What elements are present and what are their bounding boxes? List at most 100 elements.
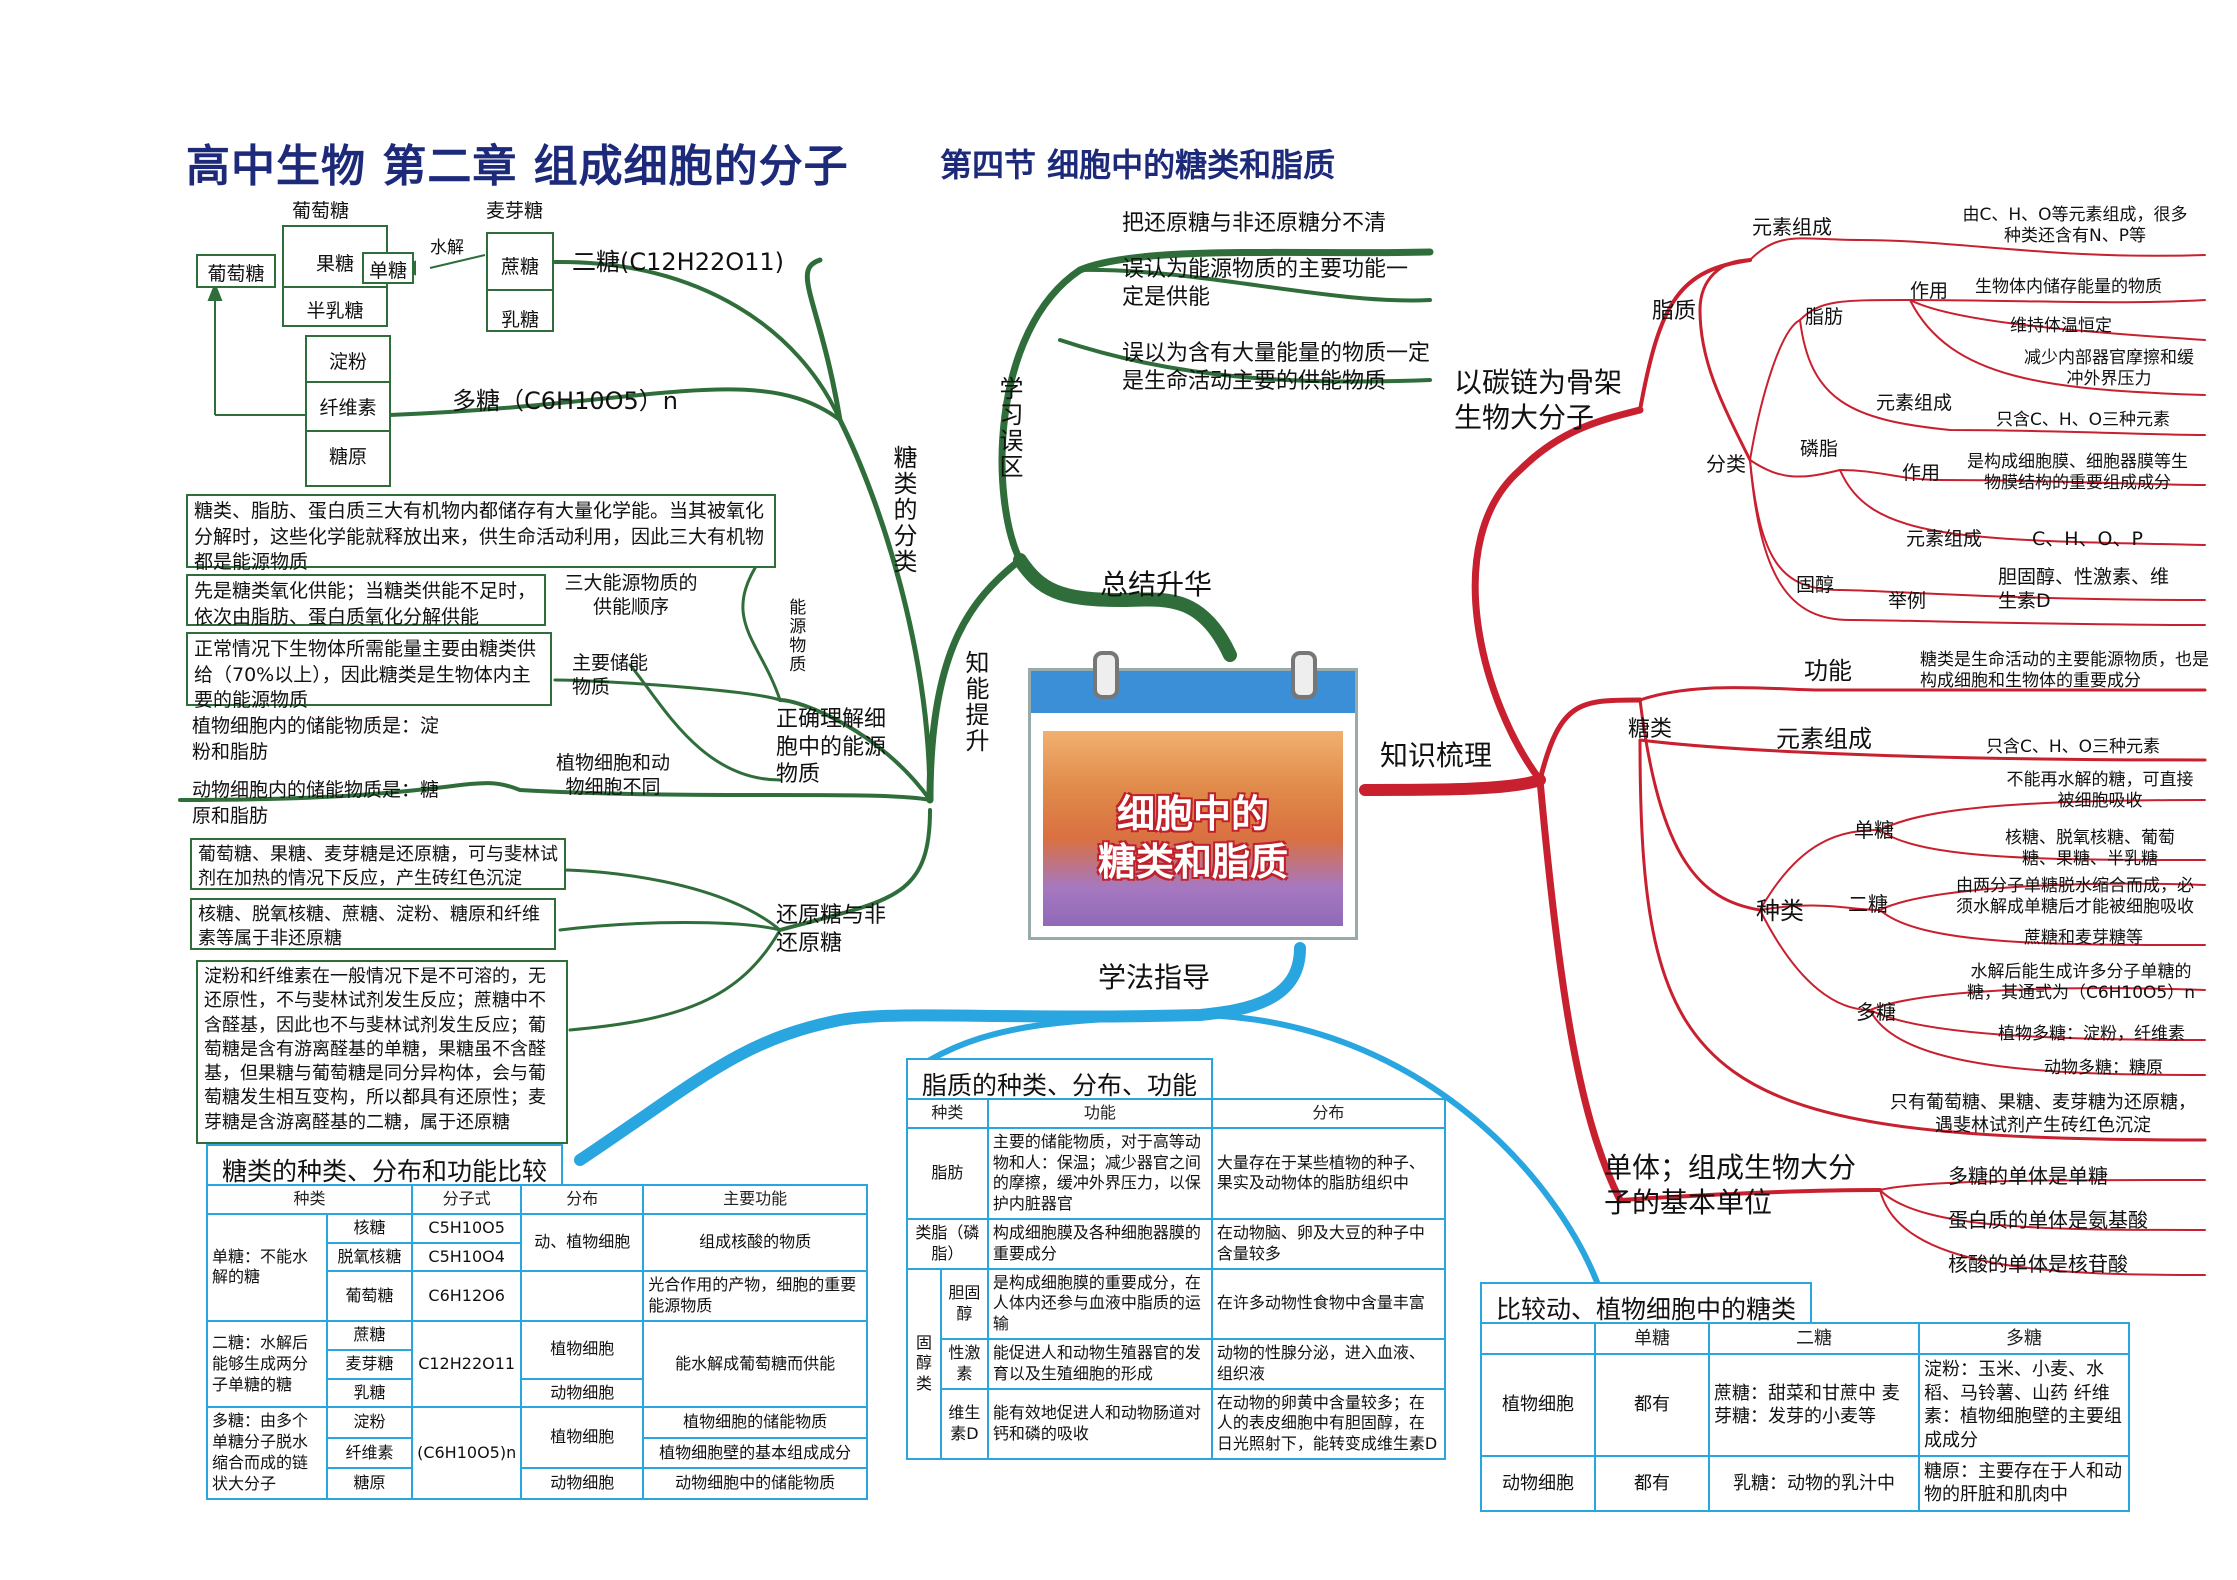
cell-poly-formula: (C6H10O5)n [411, 1406, 523, 1500]
phospholipid-element: C、H、O、P [2032, 528, 2143, 550]
table-row: 性激素 能促进人和动物生殖器官的发育以及生殖细胞的形成 动物的性腺分泌，进入血液… [907, 1337, 1447, 1390]
poly-kind-cell: 多糖：由多个单糖分子脱水缩合而成的链状大分子 [206, 1406, 328, 1500]
table-row: 麦芽糖 [207, 1348, 867, 1380]
cell-animal-mono: 都有 [1594, 1454, 1710, 1512]
cell-poly-func-2: 植物细胞壁的基本组成成分 [642, 1436, 868, 1470]
plant-animal-diff-label: 植物细胞和动物细胞不同 [555, 752, 670, 798]
reducing-box-3: 淀粉和纤维素在一般情况下是不可溶的，无还原性，不与斐林试剂发生反应；蔗糖中不含醛… [196, 960, 568, 1144]
mono-kind-cell: 单糖：不能水解的糖 [206, 1212, 328, 1322]
th-compare-mono: 单糖 [1594, 1321, 1710, 1356]
lipid-element-label: 元素组成 [1752, 215, 1832, 239]
cell-poly-dist-2: 动物细胞 [520, 1467, 645, 1500]
cell-starch: 淀粉 [325, 1406, 414, 1439]
lipid-element-text: 由C、H、O等元素组成，很多种类还含有N、P等 [1962, 205, 2188, 247]
poly-label: 多糖 [1856, 1000, 1896, 1024]
cell-phospholipid: 类脂（磷脂） [906, 1217, 989, 1270]
cell-poly-func-3: 动物细胞中的储能物质 [642, 1467, 868, 1500]
cell-animal: 动物细胞 [1480, 1454, 1596, 1512]
cell-mono-func-2: 光合作用的产物，细胞的重要能源物质 [642, 1270, 868, 1322]
poly-text-1: 水解后能生成许多分子单糖的糖，其通式为（C6H10O5）n [1966, 962, 2196, 1004]
cell-plant-di: 蔗糖：甜菜和甘蔗中 麦芽糖：发芽的小麦等 [1708, 1353, 1920, 1457]
branch-study-mistakes: 学习误区 [995, 376, 1023, 480]
th-distribution: 分布 [520, 1184, 645, 1215]
cell-animal-di: 乳糖：动物的乳汁中 [1708, 1454, 1920, 1512]
table-row: 葡萄糖 C6H12O6 光合作用的产物，细胞的重要能源物质 [207, 1270, 868, 1322]
sugar-kind-label: 种类 [1756, 897, 1804, 925]
reducing-box-1: 葡萄糖、果糖、麦芽糖是还原糖，可与斐林试剂在加热的情况下反应，产生砖红色沉淀 [190, 838, 566, 890]
cell-vitamin-d-function: 能有效地促进人和动物肠道对钙和磷的吸收 [986, 1387, 1213, 1460]
monosaccharide-tag: 单糖 [362, 252, 414, 284]
energy-store-label: 主要储能物质 [572, 652, 649, 698]
mono-text-2: 核糖、脱氧核糖、葡萄糖、果糖、半乳糖 [2005, 828, 2175, 870]
cell-sterol: 固醇类 [906, 1267, 942, 1460]
sugar-classify-label: 糖类的分类 [889, 445, 917, 575]
di-text-2: 蔗糖和麦芽糖等 [2024, 928, 2143, 948]
fat-element-text: 只含C、H、O三种元素 [1996, 410, 2171, 430]
disaccharide-formula: 二糖(C12H22O11) [572, 248, 785, 276]
fat-label: 脂肪 [1805, 306, 1844, 328]
hydrolysis-label: 水解 [430, 238, 464, 258]
table-row: 类脂（磷脂） 构成细胞膜及各种细胞器膜的重要成分 在动物脑、卵及大豆的种子中含量… [906, 1217, 1447, 1270]
monomer-label: 单体；组成生物大分子的基本单位 [1604, 1151, 1857, 1219]
reducing-label: 还原糖与非还原糖 [776, 903, 887, 956]
cell-poly-func-1: 植物细胞的储能物质 [642, 1406, 868, 1439]
plant-storage-text: 植物细胞内的储能物质是：淀粉和脂肪 [192, 715, 440, 763]
cell-sex-hormone-function: 能促进人和动物生殖器官的发育以及生殖细胞的形成 [986, 1337, 1213, 1390]
fat-element-label: 元素组成 [1876, 392, 1953, 414]
cell-vitamin-d-dist: 在动物的卵黄中含量较多；在人的表皮细胞中有胆固醇，在日光照射下，能转变成维生素D [1210, 1387, 1447, 1460]
table-row: 植物细胞 都有 蔗糖：甜菜和甘蔗中 麦芽糖：发芽的小麦等 淀粉：玉米、小麦、水稻… [1480, 1353, 2130, 1457]
cell-animal-poly: 糖原：主要存在于人和动物的肝脏和肌肉中 [1918, 1454, 2130, 1512]
cell-sex-hormone: 性激素 [940, 1337, 989, 1390]
cell-ribose: 核糖 [325, 1212, 414, 1244]
cell-di-formula: C12H22O11 [411, 1319, 523, 1409]
center-title-line1: 细胞中的 [1116, 792, 1269, 836]
cell-empty [520, 1270, 645, 1322]
cell-deoxyribose-formula: C5H10O4 [411, 1241, 523, 1273]
mistake-1: 把还原糖与非还原糖分不清 [1122, 211, 1387, 236]
cell-maltose: 麦芽糖 [325, 1348, 414, 1380]
table-row: 动物细胞 都有 乳糖：动物的乳汁中 糖原：主要存在于人和动物的肝脏和肌肉中 [1480, 1454, 2130, 1512]
sugar-label: 糖类 [1628, 717, 1673, 742]
sugar-comparison-table: 种类 分子式 分布 主要功能 单糖：不能水解的糖 核糖 C5H10O5 动、植物… [205, 1184, 868, 1500]
sugar-function-label: 功能 [1804, 657, 1852, 685]
fat-function-label: 作用 [1910, 280, 1949, 302]
th-function: 主要功能 [642, 1184, 868, 1215]
di-label: 二糖 [1848, 892, 1888, 916]
cell-glycogen: 糖原 [325, 1467, 414, 1500]
cell-glucose-formula: C6H12O6 [411, 1270, 523, 1322]
sugar-element-label: 元素组成 [1776, 725, 1872, 753]
binder-ring-left [1093, 651, 1119, 699]
maltose-top-label: 麦芽糖 [486, 200, 544, 222]
center-title-line2: 糖类和脂质 [1097, 840, 1288, 884]
polysaccharide-box: 淀粉 纤维素 糖原 [305, 335, 391, 487]
sugar-element-text: 只含C、H、O三种元素 [1986, 737, 2161, 757]
sterol-label: 固醇 [1796, 574, 1835, 596]
monomer-3: 核酸的单体是核苷酸 [1948, 1252, 2128, 1276]
table-header-row: 种类 分子式 分布 主要功能 [205, 1184, 868, 1215]
cell-sucrose: 蔗糖 [325, 1319, 414, 1351]
animal-storage-text: 动物细胞内的储能物质是：糖原和脂肪 [192, 779, 440, 827]
cell-mono-dist: 动、植物细胞 [520, 1212, 645, 1273]
fat-function-3: 减少内部器官摩擦和缓冲外界压力 [2024, 348, 2194, 390]
cell-fat: 脂肪 [906, 1126, 989, 1220]
cell-plant-poly: 淀粉：玉米、小麦、水稻、马铃薯、山药 纤维素：植物细胞壁的主要组成成分 [1918, 1353, 2130, 1457]
mistake-3: 误以为含有大量能量的物质一定是生命活动主要的供能物质 [1122, 341, 1431, 394]
cell-di-func: 能水解成葡萄糖而供能 [642, 1319, 868, 1409]
energy-side-label: 能源物质 [785, 598, 806, 674]
table-header-row: 种类 功能 分布 [906, 1098, 1447, 1129]
cell-plant: 植物细胞 [1480, 1353, 1596, 1457]
cell-phospholipid-function: 构成细胞膜及各种细胞器膜的重要成分 [986, 1217, 1213, 1270]
poly-text-3: 动物多糖：糖原 [2044, 1058, 2163, 1078]
cell-vitamin-d: 维生素D [940, 1387, 989, 1460]
phospholipid-element-label: 元素组成 [1906, 528, 1983, 550]
fat-function-2: 维持体温恒定 [2010, 316, 2112, 336]
cell-plant-mono: 都有 [1594, 1353, 1710, 1457]
page-subtitle: 第四节 细胞中的糖类和脂质 [940, 146, 1336, 184]
reducing-note: 只有葡萄糖、果糖、麦芽糖为还原糖，遇斐林试剂产生砖红色沉淀 [1890, 1092, 2196, 1136]
cell-cholesterol: 胆固醇 [940, 1267, 989, 1340]
table-row: 单糖：不能水解的糖 核糖 C5H10O5 动、植物细胞 组成核酸的物质 [206, 1212, 868, 1322]
lipid-table: 种类 功能 分布 脂肪 主要的储能物质，对于高等动物和人：保温；减少器官之间的摩… [906, 1098, 1447, 1460]
card-picture [1043, 731, 1343, 926]
cell-mono-func-1: 组成核酸的物质 [642, 1212, 868, 1273]
table-row: 固醇类 胆固醇 是构成细胞膜的重要成分，在人体内还参与血液中脂质的运输 在许多动… [906, 1267, 1447, 1460]
